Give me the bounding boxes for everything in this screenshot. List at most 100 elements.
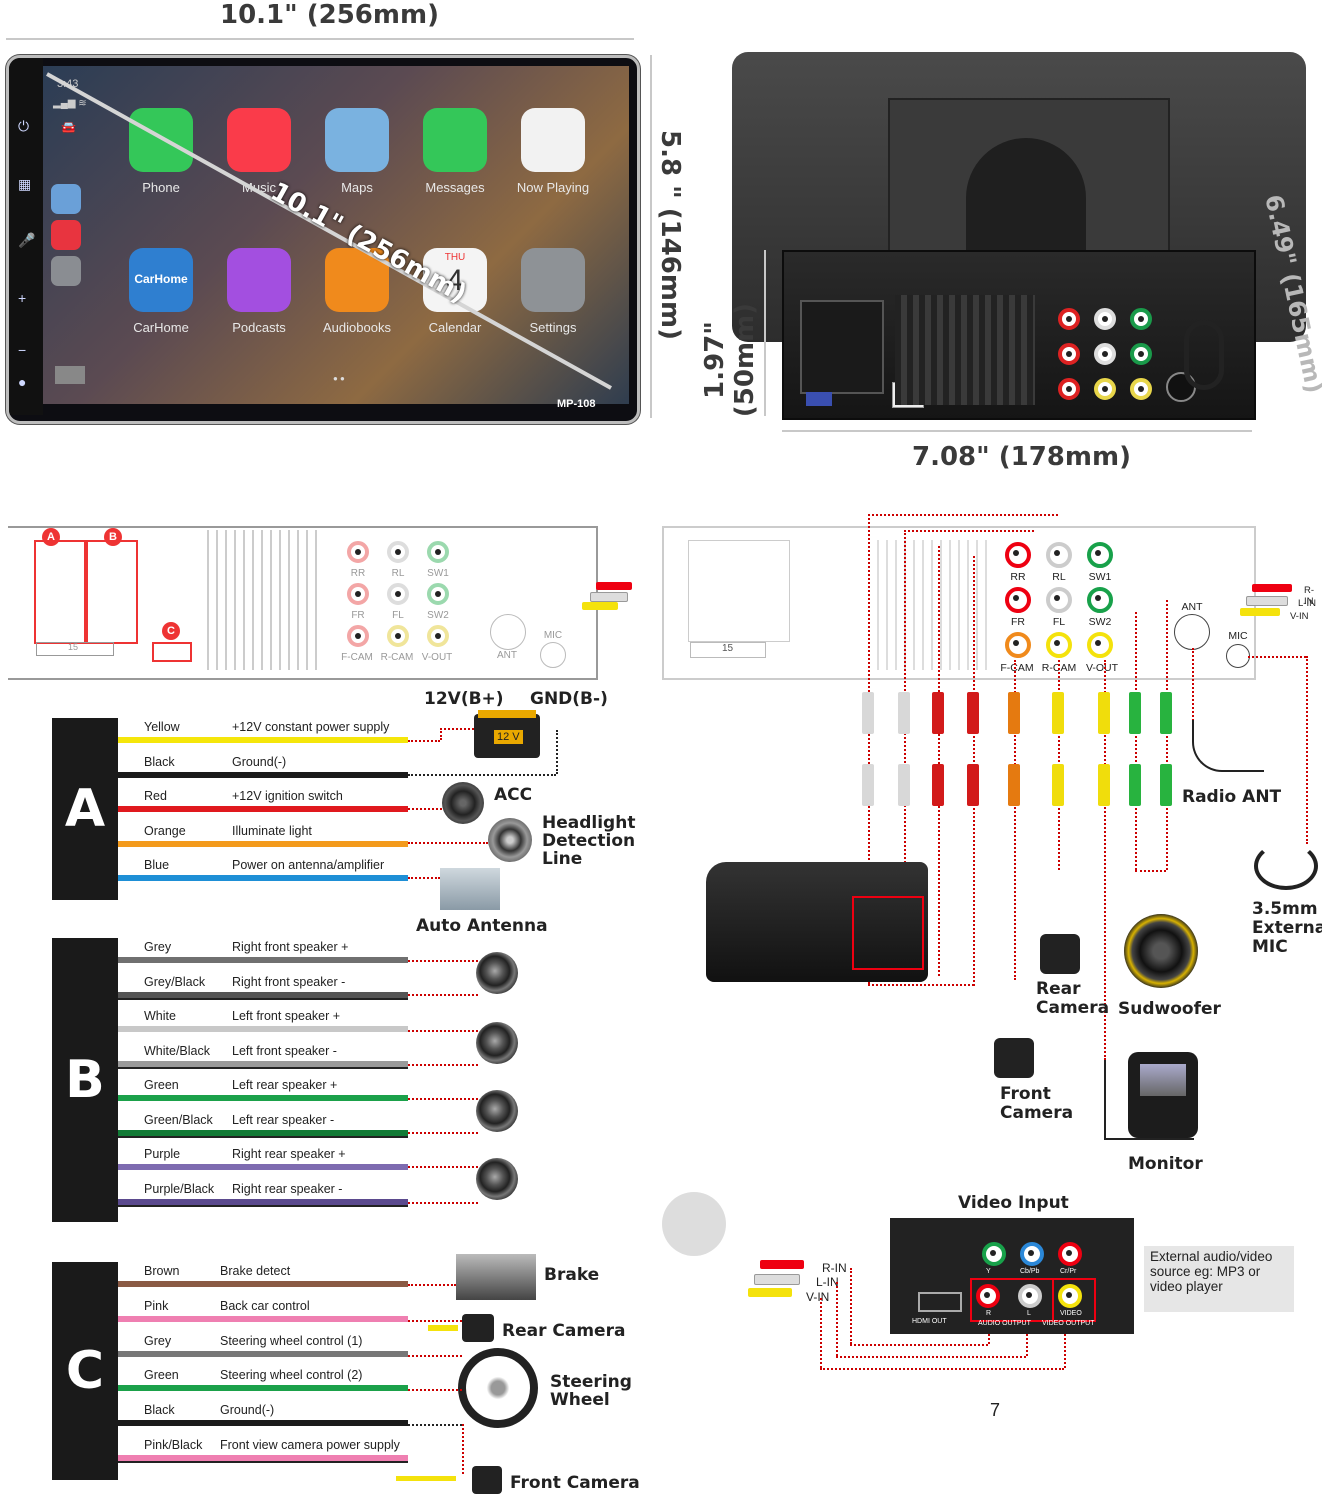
wire-a-2 — [118, 771, 408, 778]
wire-b-7 — [118, 1164, 408, 1170]
settings-dock-icon[interactable] — [51, 256, 81, 286]
wire-c-6 — [118, 1455, 408, 1463]
rear-camera-icon-left — [462, 1314, 494, 1342]
mic-icon[interactable]: 🎤 — [18, 232, 36, 248]
maps-app-icon[interactable] — [325, 108, 389, 172]
blue-to-antenna-line — [408, 877, 440, 879]
steering-wheel-icon — [458, 1348, 538, 1428]
panel-rca-vout — [427, 625, 449, 647]
mic-bus — [1248, 656, 1306, 658]
wire-color-label: Blue — [144, 858, 170, 872]
now-playing-app-icon[interactable] — [521, 108, 585, 172]
connector-c-block — [152, 642, 192, 662]
dashboard-icon[interactable] — [55, 366, 85, 384]
messages-app-label: Messages — [425, 180, 485, 195]
right-rca-rcam — [1046, 632, 1072, 658]
rca-plug-1-top — [862, 692, 874, 734]
player-jack-l — [1018, 1284, 1042, 1308]
ext-mic-label-2: External — [1252, 918, 1322, 938]
rear-camera-icon-right — [1040, 934, 1080, 974]
wire-function-label: +12V constant power supply — [232, 720, 390, 734]
volume-up-icon[interactable]: + — [18, 290, 27, 306]
speaker-right-front-icon — [476, 952, 518, 994]
rear-camera-label-r1: Rear — [1036, 979, 1081, 999]
source-bus-1 — [850, 1344, 988, 1346]
rca-lead-2 — [904, 530, 906, 970]
right-label-fl: FL — [1052, 616, 1066, 628]
player-jack-video — [1058, 1284, 1082, 1308]
chassis-width-label: 7.08" (178mm) — [912, 442, 1131, 472]
rca-lead-5 — [1014, 660, 1016, 980]
wire-color-label: Pink — [144, 1298, 169, 1313]
c-swc2-line — [408, 1389, 462, 1391]
music-dock-icon[interactable] — [51, 220, 81, 250]
player-label-r: R — [986, 1310, 992, 1317]
connector-b-block — [86, 540, 138, 644]
chassis-heatsink — [895, 295, 1035, 405]
music-app-label: Music — [242, 180, 276, 195]
right-rca-fl — [1046, 587, 1072, 613]
acc-label: ACC — [494, 785, 533, 805]
wire-c-5 — [118, 1420, 408, 1427]
right-label-fcam: F-CAM — [1000, 662, 1034, 674]
chassis-iso-connector — [800, 300, 884, 394]
panel-tail-red — [596, 582, 632, 590]
gnd-label: GND(B-) — [530, 689, 608, 709]
player-jack-y — [982, 1242, 1006, 1266]
screen-sidebar: ⏻ ▦ 🎤 + − ● — [9, 58, 43, 415]
amplifier-icon — [706, 862, 928, 982]
wire-color-label: Pink/Black — [144, 1438, 203, 1452]
carhome-app-label: CarHome — [133, 320, 189, 335]
wire-function-label: Back car control — [220, 1298, 310, 1313]
chassis-rca-rr — [1058, 308, 1080, 330]
monitor-bus — [1104, 1138, 1194, 1140]
heatsink-left — [200, 530, 320, 670]
messages-app-icon[interactable] — [423, 108, 487, 172]
signal-icon: ▂▄▆ ≋ — [53, 98, 87, 109]
source-label-rin: R-IN — [822, 1261, 847, 1275]
maps-dock-icon[interactable] — [51, 184, 81, 214]
right-pin-count-label: 15 — [722, 643, 734, 654]
carhome-app-icon[interactable] — [129, 248, 193, 312]
settings-app-icon[interactable] — [521, 248, 585, 312]
wire-b-5 — [118, 1095, 408, 1101]
wire-color-label: White — [144, 1009, 176, 1023]
chassis-rca-fr — [1058, 343, 1080, 365]
player-audio-box — [970, 1278, 1054, 1322]
headlight-switch-icon — [488, 818, 532, 862]
car-icon: 🚘 — [61, 120, 76, 134]
home-grid-icon[interactable]: ▦ — [18, 176, 32, 192]
player-label-l: L — [1027, 1310, 1031, 1317]
player-video-box — [1052, 1278, 1096, 1322]
right-rca-fr — [1005, 587, 1031, 613]
wire-function-label: Brake detect — [220, 1264, 291, 1278]
panel-rca-sw2 — [427, 583, 449, 605]
audio-output-label: AUDIO OUTPUT — [978, 1320, 1031, 1327]
hdmi-port — [918, 1292, 962, 1312]
volume-down-icon[interactable]: − — [18, 342, 27, 358]
c-front-cam-drop — [462, 1424, 464, 1474]
auto-antenna-icon — [440, 868, 500, 910]
phone-app-icon[interactable] — [129, 108, 193, 172]
chassis-rca-fcam — [1058, 378, 1080, 400]
front-camera-icon-right — [994, 1038, 1034, 1078]
chassis-height-label: 1.97" (50mm) — [700, 302, 760, 418]
front-camera-icon-left — [472, 1466, 502, 1494]
wire-c-4 — [118, 1385, 408, 1392]
right-ant-label: ANT — [1181, 601, 1203, 613]
source-riser-3 — [1064, 1318, 1066, 1368]
source-bus-3 — [820, 1368, 1064, 1370]
reset-dot-icon[interactable]: ● — [18, 374, 27, 390]
calendar-day: THU — [444, 252, 466, 263]
chassis-rca-fl — [1094, 343, 1116, 365]
wire-a-5 — [118, 875, 408, 881]
power-icon[interactable]: ⏻ — [18, 118, 30, 134]
model-label: MP-108 — [557, 398, 596, 410]
orange-to-headlight-line — [408, 842, 488, 844]
group-c-box: C — [52, 1262, 118, 1480]
right-label-rr: RR — [1010, 571, 1026, 583]
mic-lead — [1306, 656, 1308, 844]
podcasts-app-icon[interactable] — [227, 248, 291, 312]
music-app-icon[interactable] — [227, 108, 291, 172]
rca-plug-3-bottom — [932, 764, 944, 806]
